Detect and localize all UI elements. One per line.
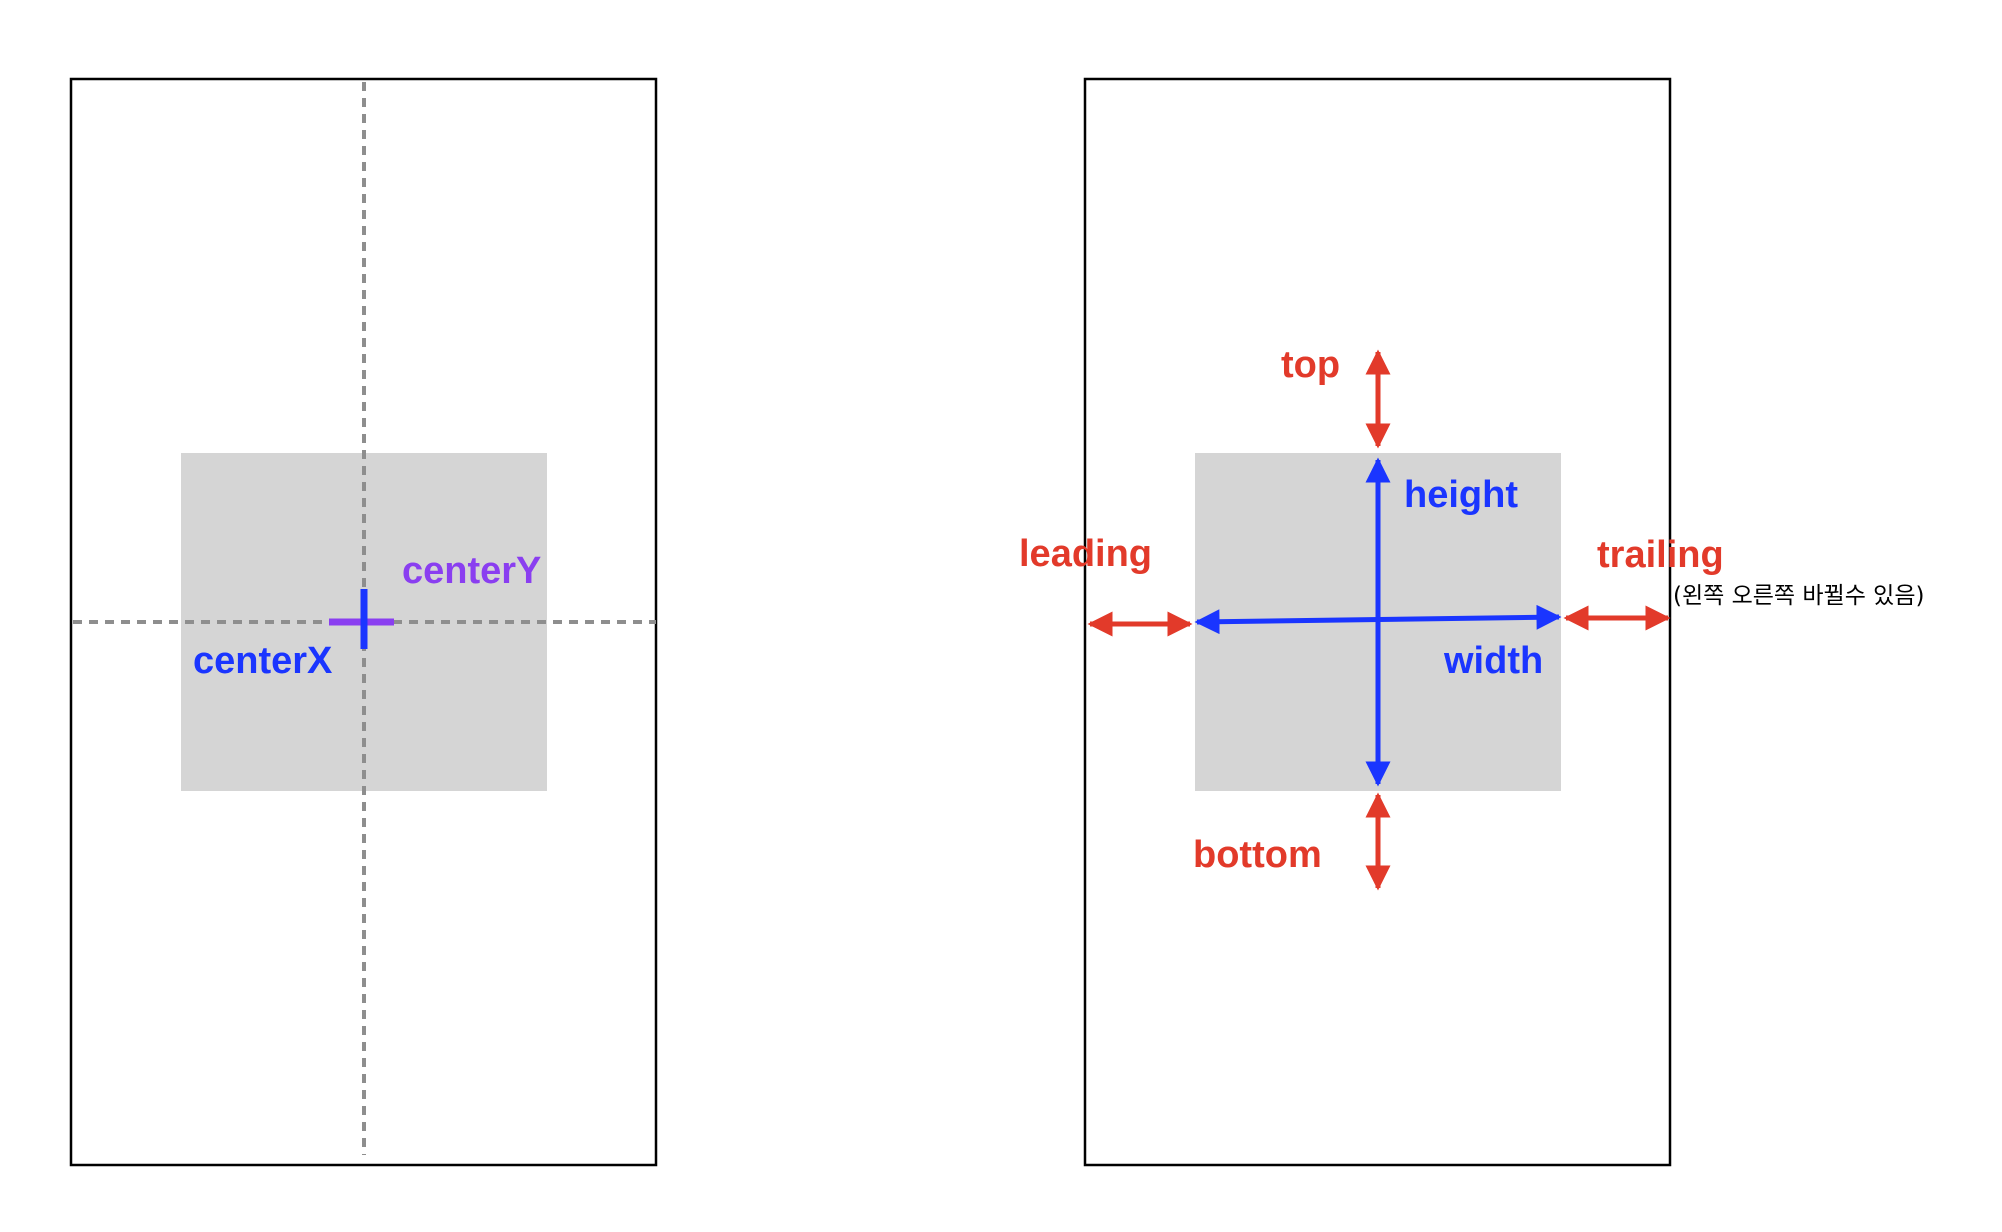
edge-constraints-panel: top height leading trailing (왼쪽 오른쪽 바뀔수 … (1019, 77, 1924, 1167)
trailing-note: (왼쪽 오른쪽 바뀔수 있음) (1673, 583, 1924, 609)
bottom-label: bottom (1193, 834, 1322, 876)
leading-label: leading (1019, 533, 1152, 575)
height-label: height (1404, 474, 1518, 516)
top-label: top (1281, 344, 1340, 386)
width-arrow (1194, 604, 1562, 635)
center-y-label: centerY (402, 550, 541, 592)
width-label: width (1443, 640, 1543, 682)
trailing-label: trailing (1597, 534, 1724, 576)
center-x-label: centerX (193, 640, 333, 682)
center-constraints-panel: centerY centerX (69, 77, 658, 1167)
